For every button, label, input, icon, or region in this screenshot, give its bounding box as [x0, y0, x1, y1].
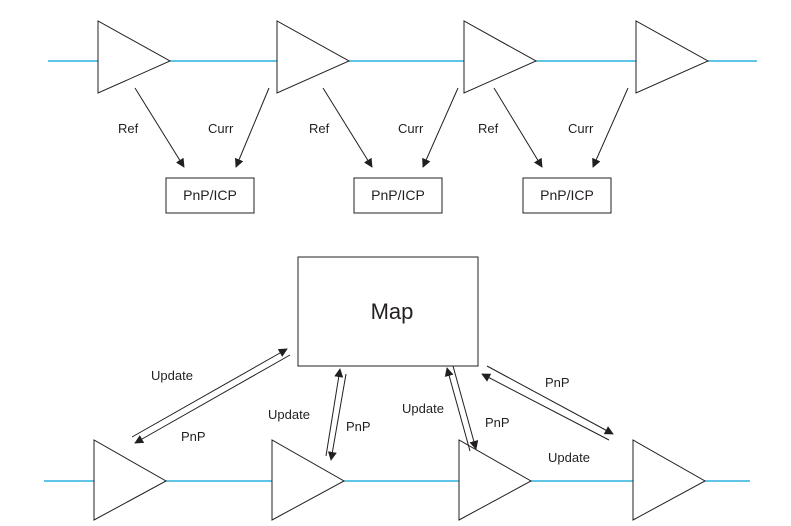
curr-arrow-3 — [592, 87, 629, 168]
update-label-3: Update — [402, 401, 444, 416]
ref-label-3: Ref — [478, 121, 499, 136]
curr-label-2: Curr — [398, 121, 424, 136]
curr-label-3: Curr — [568, 121, 594, 136]
update-label-1: Update — [151, 368, 193, 383]
update-arrow-3 — [444, 367, 471, 452]
pnp-arrow-1 — [134, 354, 291, 444]
ref-label-2: Ref — [309, 121, 330, 136]
pnp-icp-box-2-label: PnP/ICP — [371, 187, 425, 203]
pnp-arrow-2 — [327, 373, 347, 461]
ref-arrow-1 — [134, 87, 185, 168]
pnp-arrow-4 — [486, 365, 614, 435]
update-arrow-2 — [325, 368, 344, 457]
pnp-icp-box-3-label: PnP/ICP — [540, 187, 594, 203]
top-keyframe-3-triangle — [463, 20, 538, 94]
bottom-keyframe-2-triangle — [271, 439, 346, 521]
update-label-4: Update — [548, 450, 590, 465]
ref-label-1: Ref — [118, 121, 139, 136]
top-keyframe-4-triangle — [635, 20, 710, 94]
update-arrow-1 — [131, 348, 288, 438]
pnp-icp-box-1-label: PnP/ICP — [183, 187, 237, 203]
ref-arrow-2 — [322, 87, 373, 168]
pnp-label-2: PnP — [346, 419, 371, 434]
pnp-label-3: PnP — [485, 415, 510, 430]
pnp-icp-box-1: PnP/ICP — [165, 177, 255, 214]
curr-arrow-2 — [422, 87, 459, 168]
pnp-label-1: PnP — [181, 429, 206, 444]
pnp-icp-box-3: PnP/ICP — [522, 177, 612, 214]
bottom-keyframe-4-triangle — [632, 439, 707, 521]
ref-arrow-3 — [493, 87, 543, 168]
top-keyframe-1-triangle — [97, 20, 172, 94]
update-arrow-4 — [481, 373, 610, 441]
pnp-label-4: PnP — [545, 375, 570, 390]
map-box: Map — [297, 256, 479, 367]
bottom-keyframe-3-triangle — [458, 439, 533, 521]
top-keyframe-2-triangle — [276, 20, 351, 94]
map-label: Map — [371, 299, 414, 324]
pnp-arrow-3 — [452, 365, 479, 450]
pnp-icp-box-2: PnP/ICP — [353, 177, 443, 214]
curr-arrow-1 — [234, 87, 270, 168]
update-label-2: Update — [268, 407, 310, 422]
bottom-keyframe-1-triangle — [93, 439, 168, 521]
curr-label-1: Curr — [208, 121, 234, 136]
